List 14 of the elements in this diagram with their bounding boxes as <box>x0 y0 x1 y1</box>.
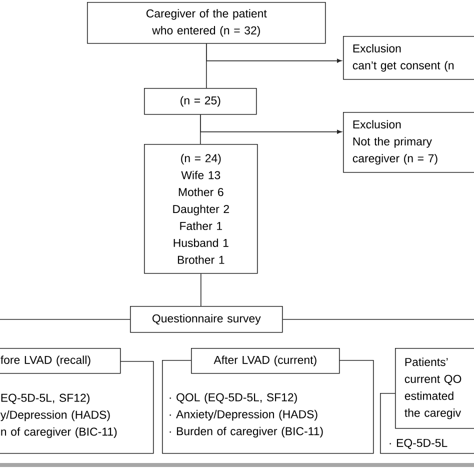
header-box: Patients’ current QO estimated the caregiv <box>395 348 474 429</box>
arrow <box>200 114 342 134</box>
connector-line <box>200 273 202 306</box>
connector-line <box>0 319 130 320</box>
header-box: After LVAD (current) <box>191 348 340 374</box>
connector-line <box>282 319 474 320</box>
process-box: Questionnaire survey <box>130 306 283 333</box>
header-box: fore LVAD (recall) <box>0 348 121 374</box>
exclusion-box: Exclusion Not the primary caregiver (n = 7) <box>343 112 474 173</box>
process-box: (n = 25) <box>144 88 257 115</box>
process-box: Caregiver of the patient who entered (n = 32) <box>87 2 326 44</box>
exclusion-box: Exclusion can’t get consent (n <box>343 36 474 80</box>
process-box: (n = 24) Wife 13 Mother 6 Daughter 2 Father 1 Husband 1 Brother 1 <box>144 144 258 274</box>
arrow <box>206 43 342 63</box>
